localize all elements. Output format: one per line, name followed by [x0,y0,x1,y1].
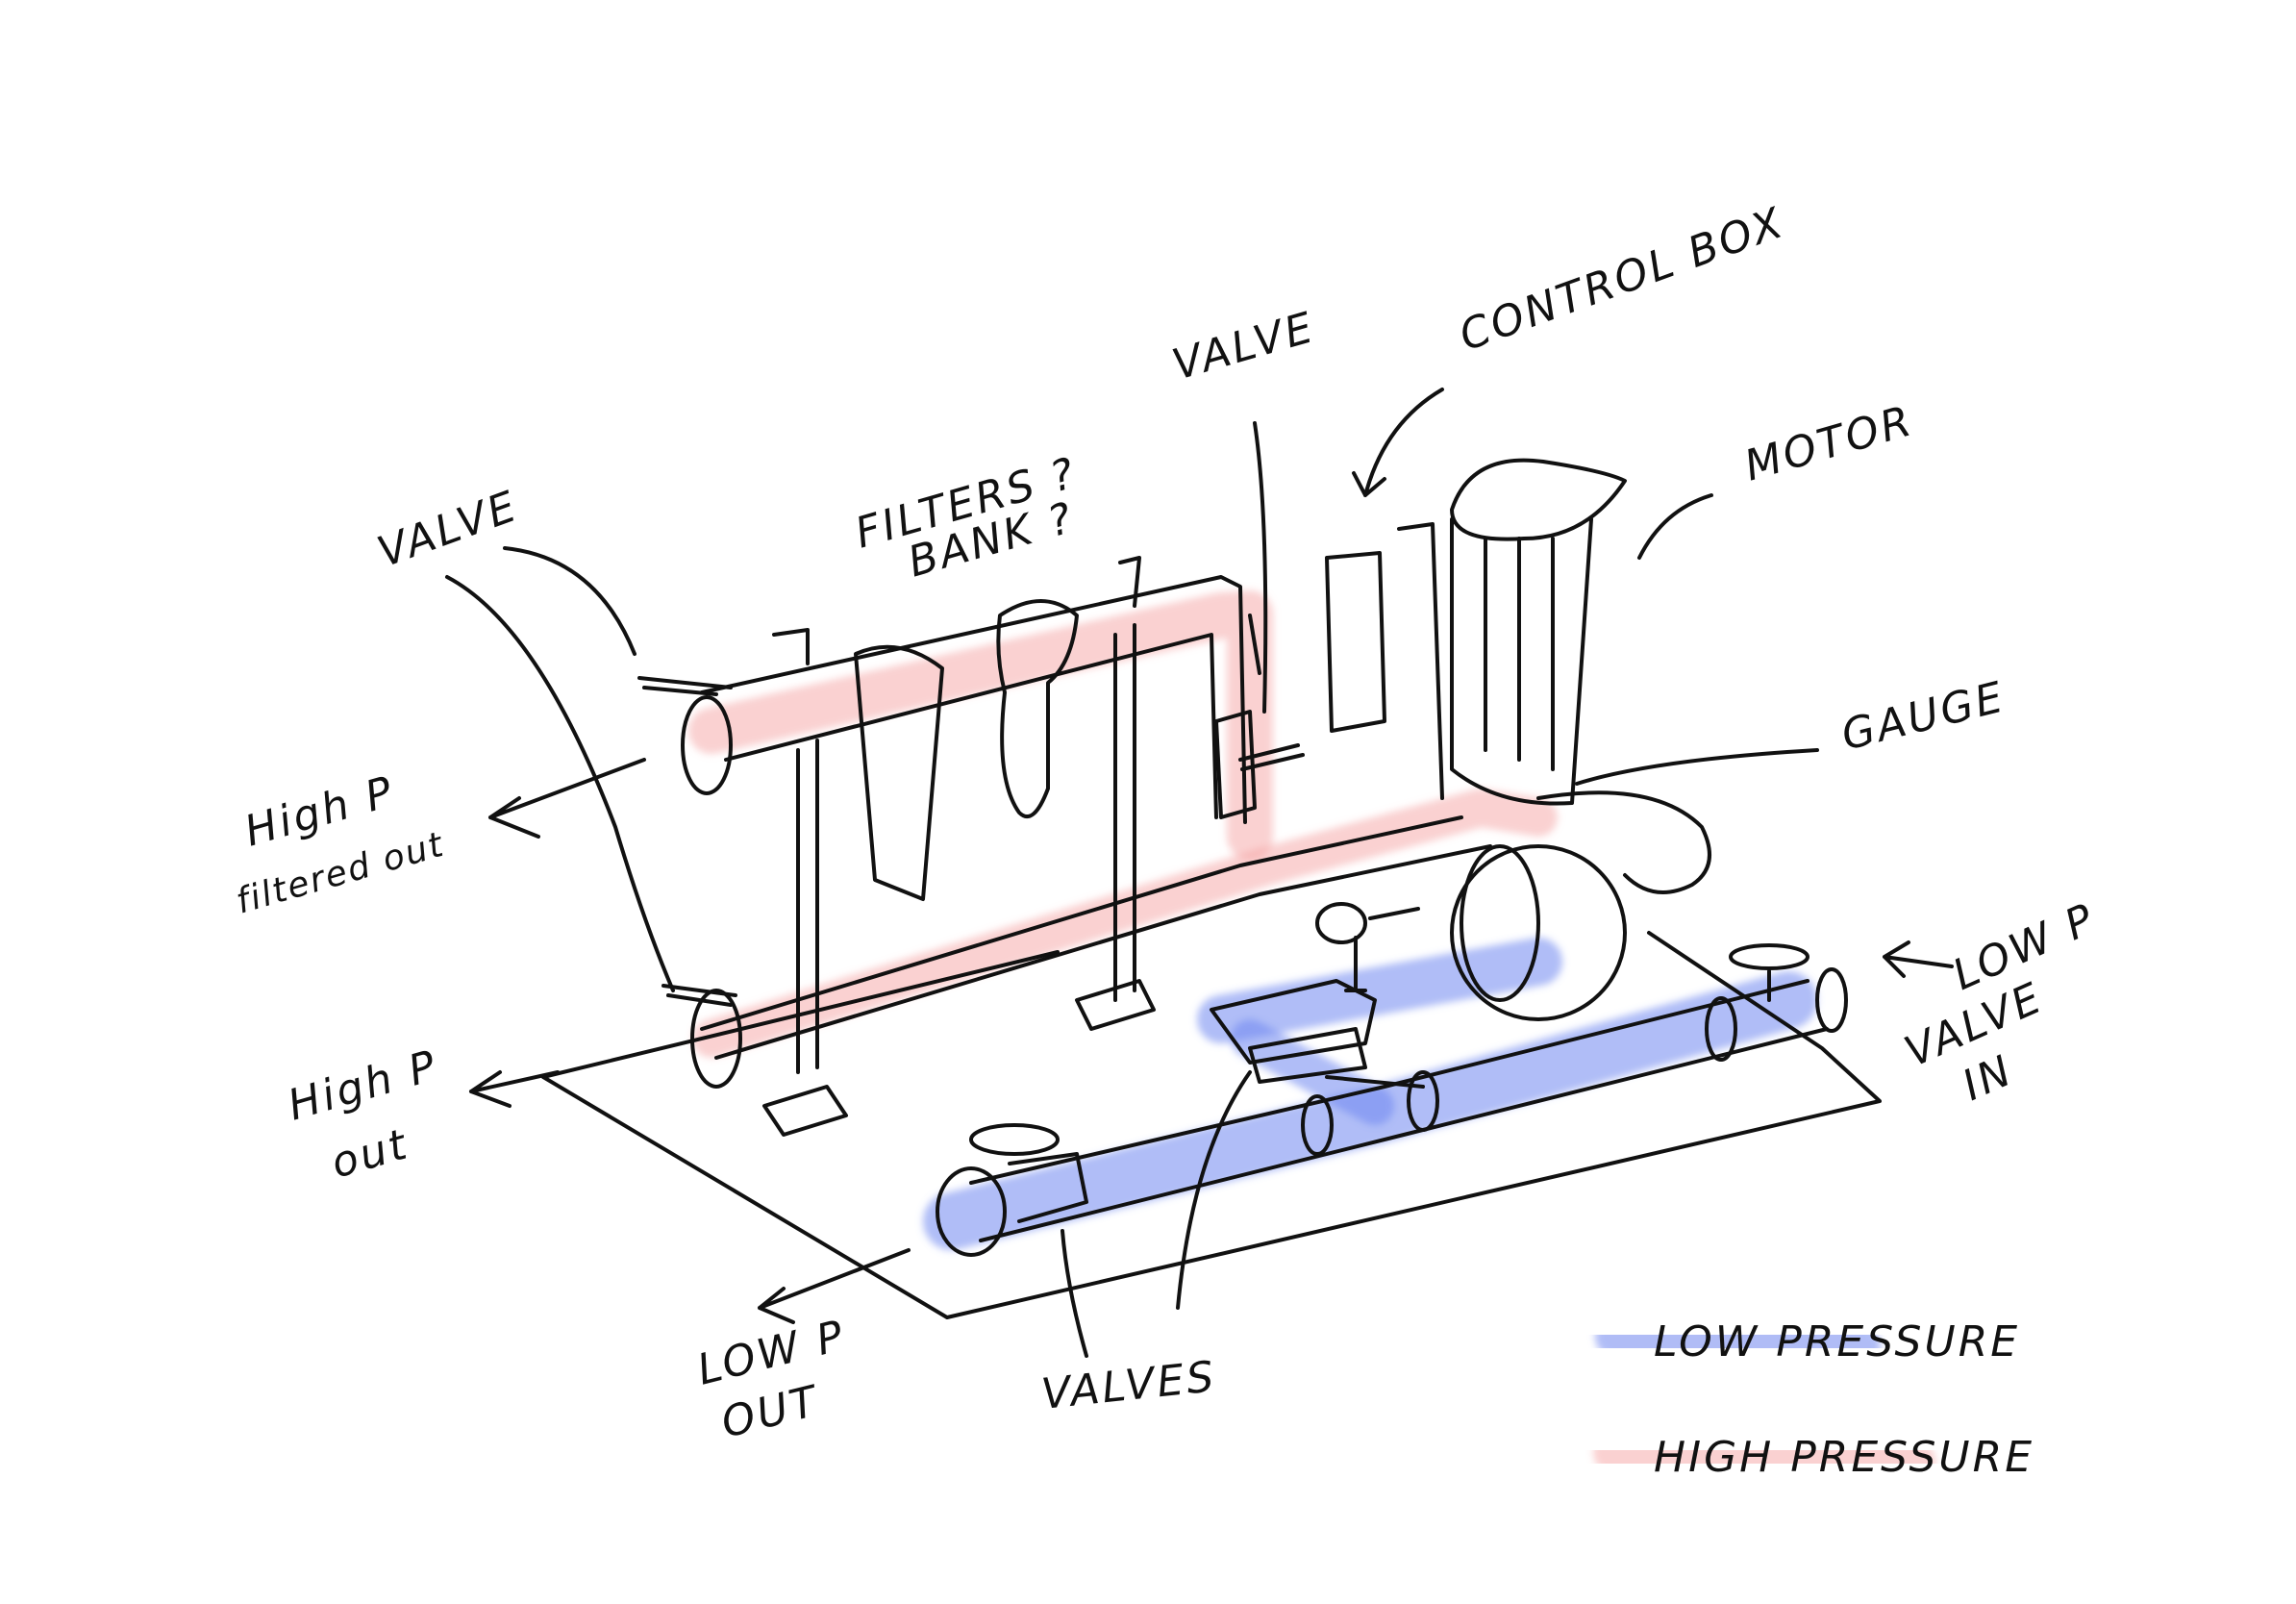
lp-manifold [1197,938,1562,1043]
top-valve-riser [1253,421,1268,714]
pump-flange [1460,844,1540,1002]
top-valve-body [1214,710,1305,819]
leader-valves-1 [1061,1229,1088,1358]
label-control-box: CONTROL BOX [1453,198,1791,362]
filter-bank [637,556,1492,1137]
upper-valve-flange [681,695,733,795]
low-p-coupling [1705,996,1737,1062]
gauge-dial [1315,902,1367,944]
control-box-panel [1397,522,1444,800]
motor [1450,458,1711,1021]
inline-valve-flange-1 [1301,1094,1334,1156]
base-plate [541,931,1882,1319]
filter-canister-3 [772,628,810,665]
leader-valves-2 [1176,1070,1252,1310]
low-p-out-valve-body [1008,1152,1088,1223]
low-pressure-section [936,943,1848,1257]
gauge-pointer [1368,907,1420,920]
base-plate-outline [541,931,1882,1319]
legend-swatch-high-pressure [1593,1430,1935,1484]
low-p-in-valve-cap [1729,943,1809,970]
legend-label-low-pressure: LOW PRESSURE [1654,1317,2020,1366]
frame-post-3 [1118,556,1141,608]
inline-valve-link [1325,1075,1425,1089]
arrow-low-p-in [1883,940,1954,978]
leader-filters [1248,614,1261,675]
frame-foot-1 [762,1085,848,1137]
label-valve-left: VALVE [371,482,525,578]
leader-motor [1637,493,1713,560]
low-p-out-valve-cap [969,1123,1060,1156]
leader-valve-left [503,546,636,656]
frame-post-2 [1113,623,1136,1002]
motor-top [1450,458,1627,541]
label-high-p-out-line1: High P [283,1041,444,1131]
label-valves: VALVES [1039,1352,1219,1419]
label-valve-top: VALVE [1167,303,1321,390]
inline-valve-flange-2 [1407,1070,1439,1132]
control-box-assembly [1325,522,1444,800]
label-gauge: GAUGE [1836,672,2009,760]
upper-valve-handle [637,676,733,696]
legend-label-high-pressure: HIGH PRESSURE [1654,1433,2034,1482]
low-pressure-main-pipe [969,979,1829,1242]
label-high-p-out-line2: out [326,1119,414,1188]
control-box-outline [1325,551,1386,733]
labels: VALVE FILTERS ? BANK ? VALVE CONTROL BOX… [232,198,2104,1448]
top-valve [1214,421,1305,819]
low-p-out-valve [936,1166,1007,1257]
frame-foot-2 [1075,979,1156,1031]
leader-gauge [1575,748,1819,786]
annotations [445,388,1954,1358]
legend-swatch-low-pressure [1595,1316,1881,1366]
legend: LOW PRESSURE HIGH PRESSURE [1593,1316,2034,1484]
pump-body [1536,790,1711,894]
pump-housing [1450,844,1627,1021]
frame-post-1 [796,739,819,1074]
filter-canister-1 [854,644,944,901]
lower-manifold-pipe [700,815,1492,1060]
arrow-low-p-out [758,1248,911,1324]
filter-canister-2 [996,599,1079,819]
lower-valve-handle [661,984,737,1007]
label-motor: MOTOR [1739,396,1919,491]
lower-valve-flange [690,989,742,1089]
inline-valve-cluster [1210,979,1377,1084]
label-low-p-out-line1: LOW P [692,1311,851,1394]
low-p-in-valve [1815,967,1848,1033]
arrow-high-p-out [469,1070,560,1108]
leader-valve-left-lower [445,575,675,992]
upper-manifold-pipe [700,575,1247,824]
arrow-high-p-filtered [488,758,646,839]
motor-body [1450,517,1593,806]
leader-control-box [1352,388,1444,497]
